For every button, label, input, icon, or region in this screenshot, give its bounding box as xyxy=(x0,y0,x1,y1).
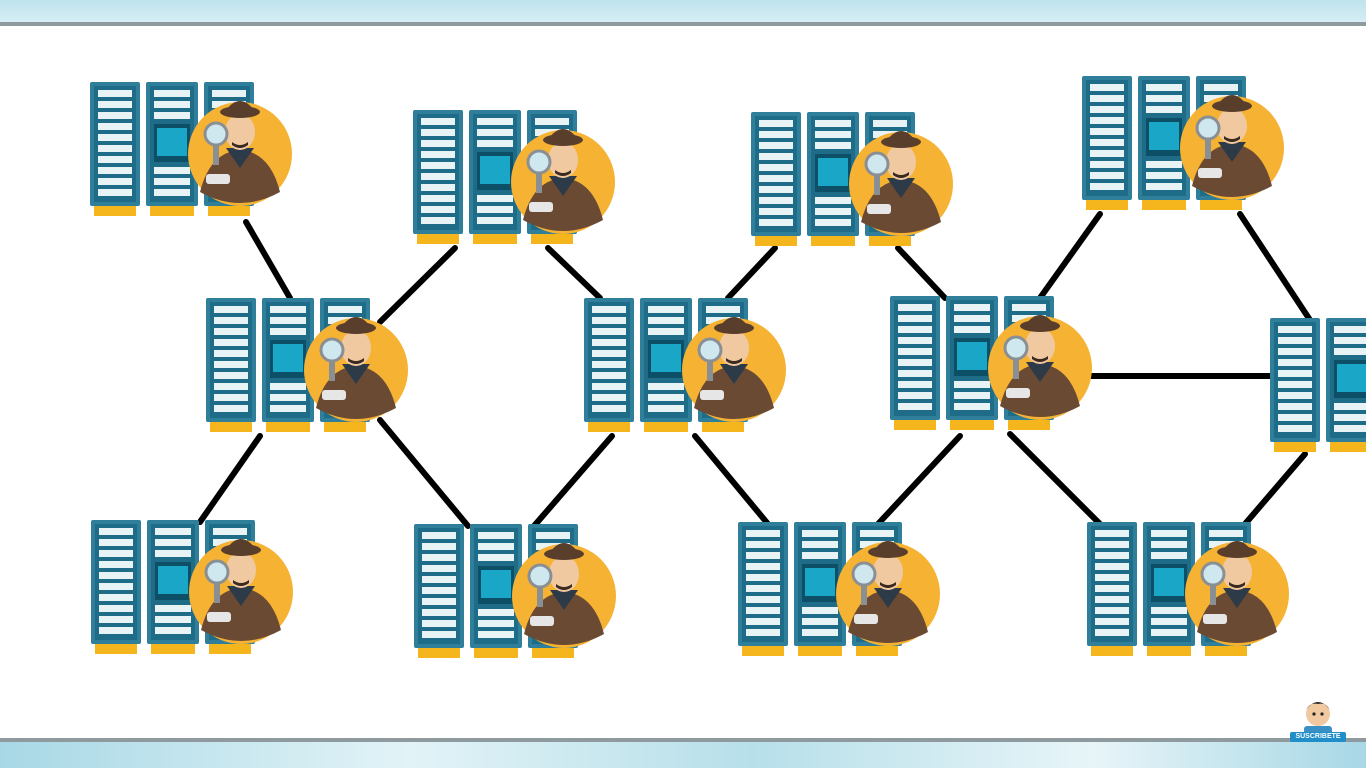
detective-icon xyxy=(511,129,615,234)
server-node xyxy=(413,110,615,244)
network-link xyxy=(246,222,290,298)
server-node xyxy=(206,298,408,432)
network-link xyxy=(380,420,468,526)
detective-icon xyxy=(1185,541,1289,646)
server-node xyxy=(751,112,953,246)
server-node xyxy=(1270,318,1366,452)
server-rack-icon xyxy=(1082,76,1132,210)
server-rack-icon xyxy=(1270,318,1320,452)
subscribe-label: SUSCRIBETE xyxy=(1290,732,1346,742)
server-node xyxy=(90,82,292,216)
network-link xyxy=(695,436,768,524)
detective-icon xyxy=(836,541,940,646)
detective-icon xyxy=(189,539,293,644)
server-node xyxy=(1087,522,1289,656)
network-link xyxy=(1240,214,1310,320)
detective-icon xyxy=(849,131,953,236)
server-node xyxy=(584,298,786,432)
network-nodes xyxy=(90,76,1366,658)
network-link xyxy=(200,436,260,522)
avatar-icon xyxy=(1290,696,1346,736)
server-rack-icon xyxy=(90,82,140,216)
server-rack-icon xyxy=(91,520,141,654)
network-link xyxy=(1040,214,1100,298)
server-node xyxy=(738,522,940,656)
network-link xyxy=(898,248,945,298)
network-link xyxy=(728,248,775,298)
server-rack-icon xyxy=(1087,522,1137,656)
detective-icon xyxy=(988,315,1092,420)
server-rack-icon xyxy=(206,298,256,432)
network-link xyxy=(380,248,455,322)
subscribe-badge[interactable]: SUSCRIBETE xyxy=(1290,696,1346,744)
network-link xyxy=(548,248,600,298)
server-node xyxy=(890,296,1092,430)
server-rack-icon xyxy=(413,110,463,244)
network-link xyxy=(1245,454,1305,524)
network-link xyxy=(878,436,960,524)
server-rack-icon xyxy=(738,522,788,656)
detective-icon xyxy=(512,543,616,648)
network-link xyxy=(534,436,612,526)
server-node xyxy=(414,524,616,658)
detective-icon xyxy=(188,101,292,206)
server-node xyxy=(1082,76,1284,210)
server-rack-icon xyxy=(751,112,801,246)
server-node xyxy=(91,520,293,654)
detective-icon xyxy=(682,317,786,422)
server-rack-icon xyxy=(890,296,940,430)
network-link xyxy=(1010,434,1100,524)
server-rack-icon xyxy=(1326,318,1366,452)
server-rack-icon xyxy=(414,524,464,658)
server-rack-icon xyxy=(584,298,634,432)
detective-icon xyxy=(304,317,408,422)
detective-icon xyxy=(1180,95,1284,200)
